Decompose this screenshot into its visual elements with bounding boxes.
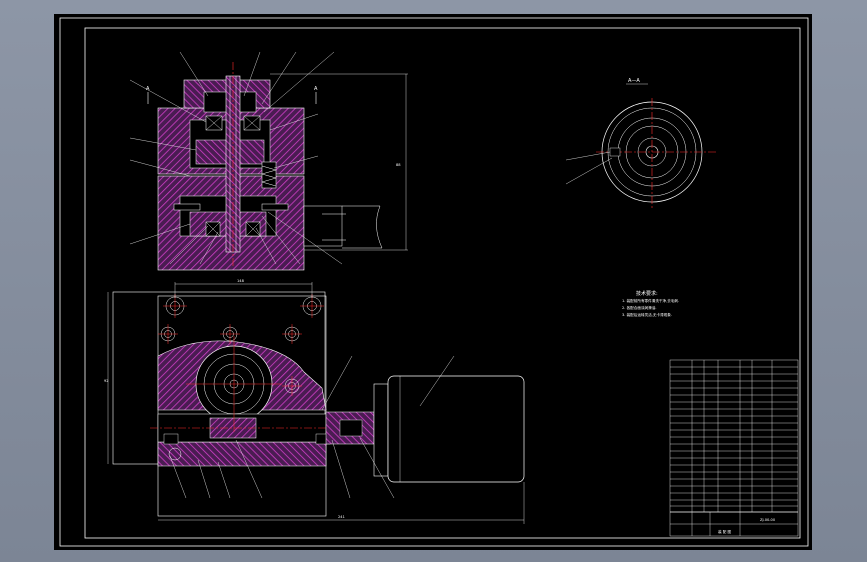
dim-plan-total: 241 (338, 515, 345, 519)
section-a-a-view: A—A (565, 78, 718, 210)
dim-plan-height: 92 (104, 379, 109, 383)
title-drawing-no: ZJ-00-00 (760, 518, 776, 522)
section-mark-right: A (314, 86, 318, 92)
dim-plan-width: 148 (237, 279, 245, 283)
parts-list (669, 359, 799, 537)
title-row-2: 装 配 图 (718, 529, 731, 534)
dim-top-height: 88 (396, 163, 401, 167)
tech-req-line-2: 2. 各配合面涂润滑油. (622, 305, 656, 310)
title-block: ZJ-00-00 装 配 图 (718, 518, 776, 534)
sheet-border (59, 17, 809, 547)
section-a-a-label: A—A (628, 78, 640, 84)
plan-view: 148 92 241 (104, 279, 525, 524)
tech-req-title: 技术要求: (636, 290, 658, 297)
section-mark-left: A (146, 86, 150, 92)
tech-req-line-3: 3. 装配后运转灵活,无卡滞现象. (622, 312, 672, 317)
tech-req-line-1: 1. 装配前所有零件清洗干净,去毛刺. (622, 298, 679, 303)
tech-requirements: 技术要求: 1. 装配前所有零件清洗干净,去毛刺. 2. 各配合面涂润滑油. 3… (622, 290, 679, 317)
section-view: A A 88 (129, 51, 408, 271)
inner-frame (84, 27, 801, 539)
